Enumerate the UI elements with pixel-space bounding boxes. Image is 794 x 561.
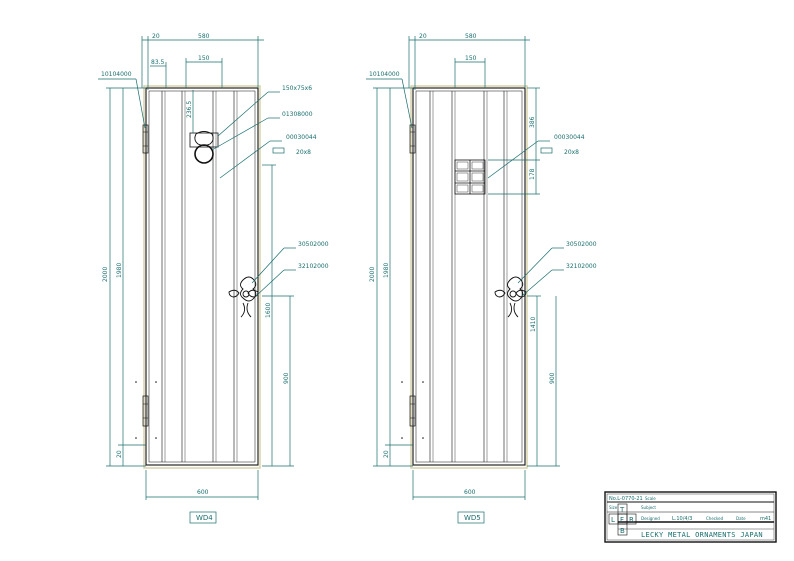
dim-overall-height: 2000: [369, 267, 376, 282]
door-edge-tint: [410, 85, 528, 469]
tb-row3-end: Date: [736, 516, 746, 521]
drawing-number: No.L-0770-21: [609, 496, 643, 502]
callout-leaders: [98, 78, 296, 297]
handle-ornament-icon: [228, 276, 259, 318]
callout-knocker: 01308000: [282, 111, 313, 118]
part-symbol: [272, 147, 285, 154]
dim-inner-height: 1980: [116, 263, 123, 278]
dim-ornament-width: 150: [198, 55, 210, 62]
company-name: LECKY METAL ORNAMENTS JAPAN: [641, 531, 763, 539]
view-cross-grid: [608, 503, 637, 536]
callout-part: 00030044: [286, 134, 317, 141]
view-letter-top: T: [619, 506, 625, 514]
view-letter-right: R: [629, 516, 634, 524]
door-inner-outline: [148, 90, 256, 463]
knocker-ornament-icon: [194, 131, 214, 146]
tb-row3-mid: Checked: [706, 516, 724, 521]
dim-bottom-width: 600: [197, 489, 209, 496]
knocker-plate: [189, 132, 219, 148]
dim-overall-height: 2000: [102, 267, 109, 282]
dim-window-width: 150: [465, 55, 477, 62]
tb-row2-subject: Subject: [641, 505, 656, 510]
door-tag: WD4: [196, 514, 213, 522]
part-symbol: [540, 147, 553, 154]
dim-bottom-gap: 20: [116, 450, 123, 458]
callout-handle-b: 32102000: [566, 263, 597, 270]
upper-hinge: [409, 124, 416, 154]
dimension-lines: [373, 36, 560, 500]
dim-bottom-width: 600: [464, 489, 476, 496]
dim-inner-height: 1980: [383, 263, 390, 278]
dim-bottom-gap: 20: [383, 450, 390, 458]
dimension-lines: [106, 36, 294, 500]
callout-part-size: 20x8: [296, 149, 311, 156]
fixing-dots: [401, 381, 424, 439]
dim-top-gap: 20: [419, 33, 427, 40]
door-tag-box: [189, 511, 217, 524]
title-block: T L F R B No.L-0770-21 Scale Size Subjec…: [604, 491, 777, 543]
door-window-grid: [454, 159, 486, 195]
callout-leaders: [366, 78, 564, 297]
dim-handle-height: 1600: [265, 303, 272, 318]
tb-row3-num: m41: [760, 516, 771, 522]
door-wd5: 20 580 150 386 178 2000 1980 20 1410 900…: [366, 33, 597, 524]
dim-handle-height: 1410: [530, 317, 537, 332]
dim-offset: 83.5: [151, 59, 165, 66]
tb-row2-label: Size: [609, 505, 618, 510]
lower-hinge: [409, 395, 416, 427]
callout-handle-a: 30502000: [298, 241, 329, 248]
dim-lower-height: 900: [283, 372, 290, 384]
door-inner-outline: [415, 90, 523, 463]
callout-handle-b: 32102000: [298, 263, 329, 270]
door-outline: [412, 87, 526, 466]
dim-ornament-height: 236.5: [186, 101, 193, 118]
plank-grooves: [161, 91, 238, 462]
callout-handle-a: 30502000: [566, 241, 597, 248]
dim-top-offset: 386: [529, 116, 536, 128]
tb-row3-label: Designed: [641, 516, 660, 521]
door-tag: WD5: [464, 514, 481, 522]
door-edge-tint: [143, 85, 261, 469]
view-letter-left: L: [611, 516, 615, 524]
tb-row1-label: Scale: [645, 496, 656, 501]
plank-grooves: [429, 91, 508, 462]
lower-hinge: [142, 395, 149, 427]
callout-plate: 150x75x6: [282, 85, 312, 92]
callout-hinge: 10104000: [369, 71, 400, 78]
dim-top-gap: 20: [152, 33, 160, 40]
door-tag-box: [457, 511, 485, 524]
dim-window-height: 178: [529, 168, 536, 180]
tb-row3-date: L.10/4/3: [672, 516, 692, 522]
view-letter-bottom: B: [620, 527, 625, 535]
upper-hinge: [142, 124, 149, 154]
dim-lower-height: 900: [549, 372, 556, 384]
dim-top-width: 580: [198, 33, 210, 40]
callout-part: 00030044: [554, 134, 585, 141]
door-wd4: 20 580 83.5 150 236.5 2000 1980 20 1600 …: [98, 33, 329, 524]
fixing-dots: [135, 381, 157, 439]
knocker-ring-icon: [194, 144, 214, 164]
callout-part-size: 20x8: [564, 149, 579, 156]
view-letter-front: F: [620, 516, 624, 524]
callout-hinge: 10104000: [101, 71, 132, 78]
dim-top-width: 580: [465, 33, 477, 40]
handle-ornament-icon: [494, 276, 527, 318]
